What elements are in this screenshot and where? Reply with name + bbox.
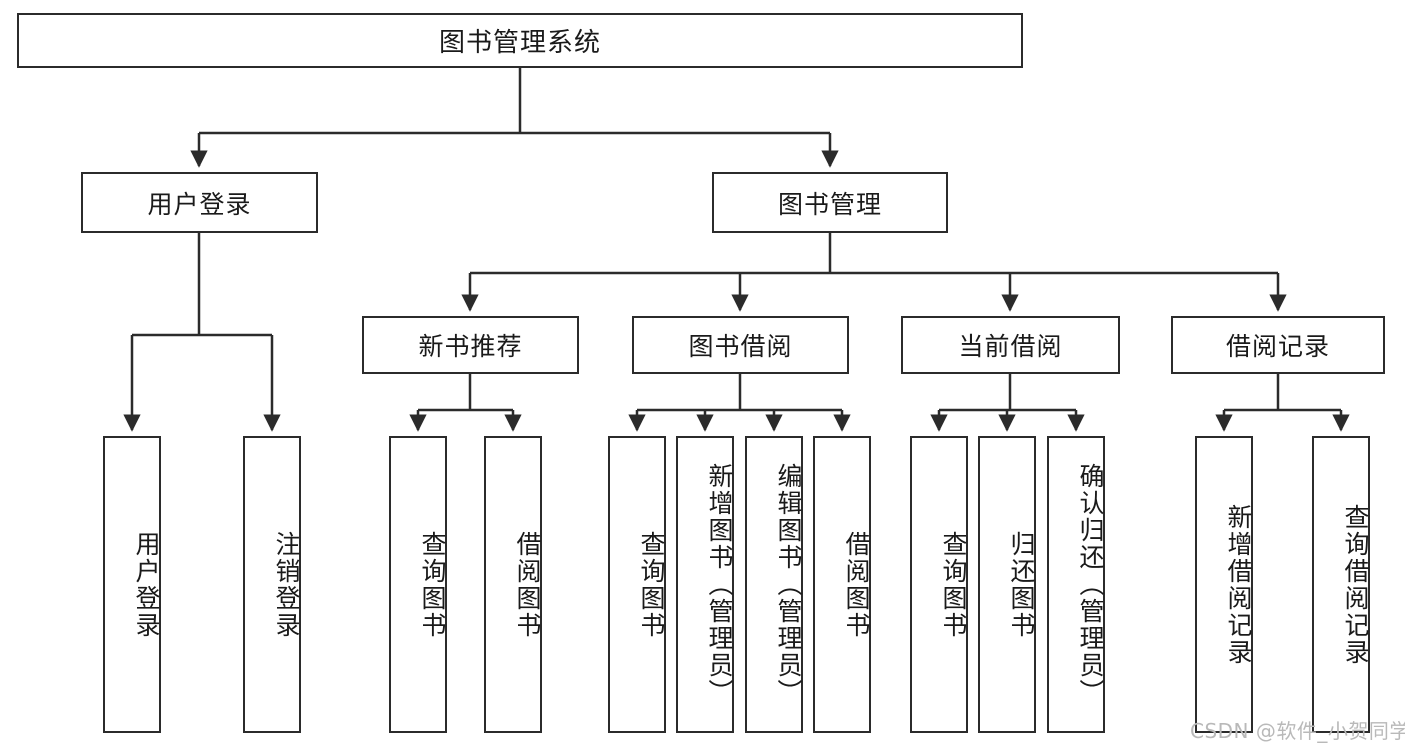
node-leaf-recommend-borrow-book[interactable]: 借阅图书 <box>484 436 542 733</box>
node-leaf-record-add-label: 新增借阅记录 <box>1224 503 1253 666</box>
node-leaf-current-confirm-return[interactable]: 确认归还（管理员） <box>1047 436 1105 733</box>
node-leaf-user-logout-label: 注销登录 <box>272 530 301 639</box>
node-leaf-borrow-query-book-label: 查询图书 <box>637 530 666 639</box>
node-new-book-recommend[interactable]: 新书推荐 <box>362 316 579 374</box>
node-borrow-record-label: 借阅记录 <box>1225 332 1330 361</box>
node-leaf-user-logout[interactable]: 注销登录 <box>243 436 301 733</box>
node-book-borrow[interactable]: 图书借阅 <box>632 316 849 374</box>
node-leaf-current-return-book-label: 归还图书 <box>1007 530 1036 639</box>
node-user-login[interactable]: 用户登录 <box>81 172 318 233</box>
node-leaf-current-query-book[interactable]: 查询图书 <box>910 436 968 733</box>
node-leaf-borrow-add-book[interactable]: 新增图书（管理员） <box>676 436 734 733</box>
node-user-login-label: 用户登录 <box>147 189 252 219</box>
node-leaf-borrow-borrow-book[interactable]: 借阅图书 <box>813 436 871 733</box>
node-leaf-borrow-borrow-book-label: 借阅图书 <box>842 530 871 639</box>
node-leaf-recommend-query-book[interactable]: 查询图书 <box>389 436 447 733</box>
node-leaf-recommend-query-book-label: 查询图书 <box>418 530 447 639</box>
node-leaf-record-query-label: 查询借阅记录 <box>1341 503 1370 666</box>
node-leaf-recommend-borrow-book-label: 借阅图书 <box>513 530 542 639</box>
node-leaf-current-query-book-label: 查询图书 <box>939 530 968 639</box>
node-borrow-record[interactable]: 借阅记录 <box>1171 316 1385 374</box>
node-book-manage-label: 图书管理 <box>777 189 882 219</box>
node-book-manage[interactable]: 图书管理 <box>712 172 948 233</box>
node-leaf-user-login-label: 用户登录 <box>132 530 161 639</box>
node-leaf-borrow-edit-book[interactable]: 编辑图书（管理员） <box>745 436 803 733</box>
node-root[interactable]: 图书管理系统 <box>17 13 1023 68</box>
node-leaf-current-return-book[interactable]: 归还图书 <box>978 436 1036 733</box>
node-book-borrow-label: 图书借阅 <box>688 332 793 361</box>
node-new-book-recommend-label: 新书推荐 <box>418 332 523 361</box>
node-leaf-borrow-query-book[interactable]: 查询图书 <box>608 436 666 733</box>
watermark: CSDN @软件_小贺同学 <box>1190 719 1405 743</box>
node-leaf-record-add[interactable]: 新增借阅记录 <box>1195 436 1253 733</box>
node-leaf-user-login[interactable]: 用户登录 <box>103 436 161 733</box>
node-leaf-record-query[interactable]: 查询借阅记录 <box>1312 436 1370 733</box>
node-current-borrow-label: 当前借阅 <box>958 332 1063 361</box>
node-leaf-borrow-edit-book-label: 编辑图书（管理员） <box>774 463 803 706</box>
node-current-borrow[interactable]: 当前借阅 <box>901 316 1120 374</box>
node-leaf-current-confirm-return-label: 确认归还（管理员） <box>1076 463 1105 706</box>
node-leaf-borrow-add-book-label: 新增图书（管理员） <box>705 463 734 706</box>
node-root-label: 图书管理系统 <box>438 28 601 58</box>
